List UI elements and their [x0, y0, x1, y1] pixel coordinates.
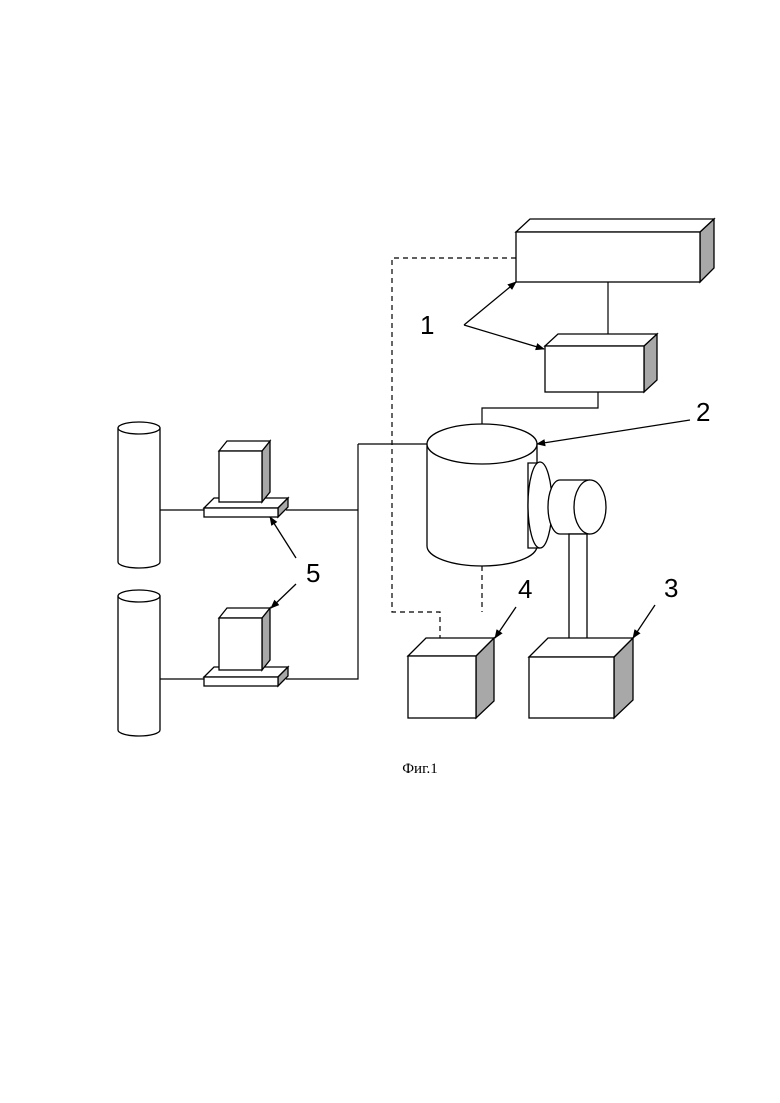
unit-1-lower-block [545, 334, 657, 392]
terminal-monitor-lower [219, 608, 270, 670]
ref-label-1: 1 [420, 310, 434, 340]
network-bus-line [160, 444, 428, 679]
ref-label-2: 2 [696, 397, 710, 427]
ref-label-3: 3 [664, 573, 678, 603]
motor-cylinder [548, 480, 606, 534]
unit-to-drum-line [482, 392, 598, 428]
support-shaft [569, 534, 587, 654]
drum-2 [427, 424, 537, 566]
ref-label-5: 5 [306, 558, 320, 588]
workstation-upper [118, 422, 288, 568]
unit-1-upper-block [516, 219, 714, 282]
label-1-arrow-upper [464, 282, 516, 325]
workstation-lower [118, 590, 288, 736]
storage-cylinder-upper [118, 422, 160, 568]
label-1-arrow-lower [464, 325, 544, 349]
block-3 [529, 638, 633, 718]
ref-label-4: 4 [518, 574, 532, 604]
label-2-arrow [537, 420, 690, 444]
label-5-arrow-lower [271, 584, 296, 608]
label-5-arrow-upper [270, 517, 296, 558]
storage-cylinder-lower [118, 590, 160, 736]
terminal-monitor-upper [219, 441, 270, 502]
figure-caption: Фиг.1 [402, 761, 438, 777]
label-4-arrow [495, 607, 516, 638]
block-4 [408, 638, 494, 718]
label-3-arrow [633, 605, 655, 638]
